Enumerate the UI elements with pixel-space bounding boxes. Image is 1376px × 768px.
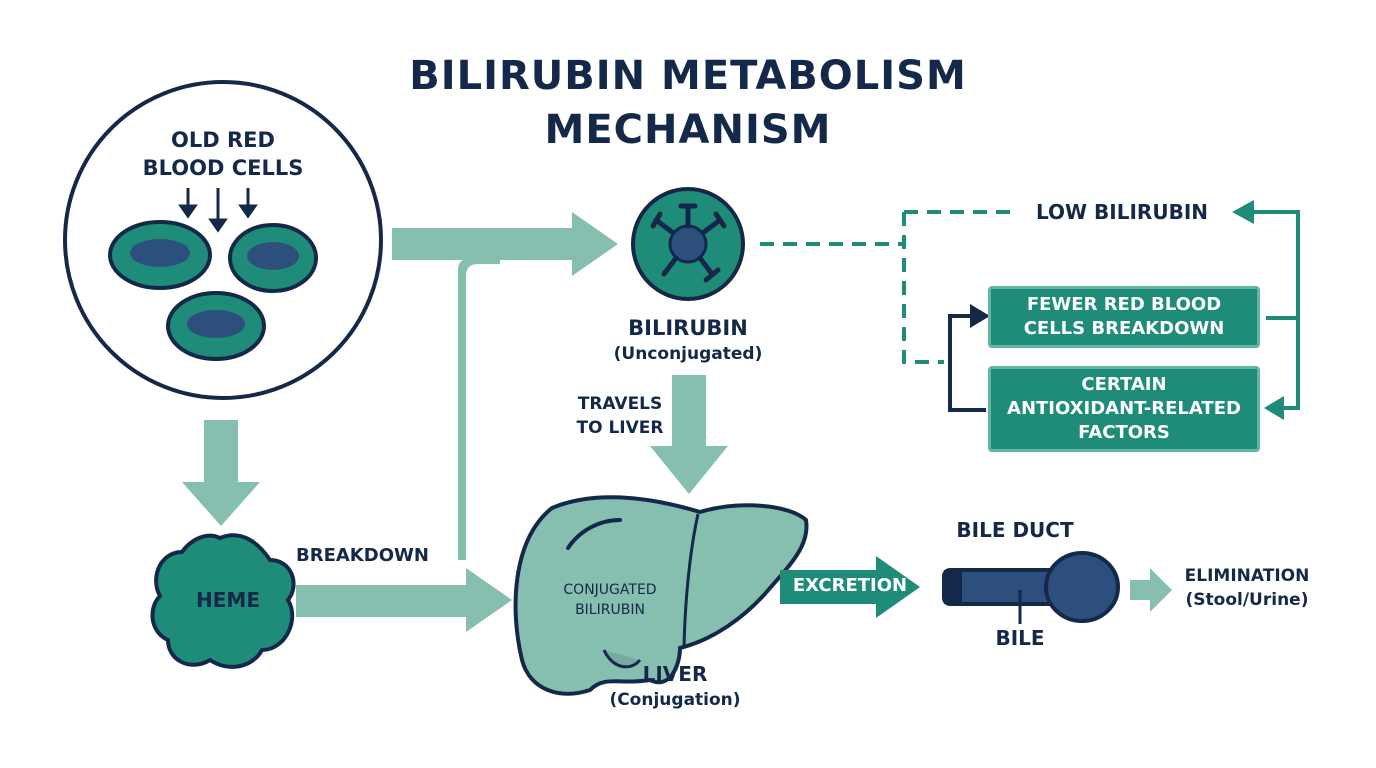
rbc-label-line1: OLD RED — [171, 128, 275, 152]
liver-sublabel: (Conjugation) — [609, 690, 741, 710]
liver-label: LIVER — [642, 662, 708, 686]
red-blood-cell-icon — [108, 220, 212, 290]
bilirubin-sublabel: (Unconjugated) — [613, 344, 763, 364]
factor-1-line1: FEWER RED BLOOD — [1026, 294, 1222, 315]
factor-box-fewer-rbc-breakdown: FEWER RED BLOOD CELLS BREAKDOWN — [988, 286, 1260, 348]
heme-label: HEME — [196, 588, 260, 612]
page-title-line1: BILIRUBIN METABOLISM — [409, 53, 967, 99]
page-title-line2: MECHANISM — [544, 107, 832, 153]
left-feedback-bracket — [948, 304, 990, 412]
liver-icon — [513, 495, 809, 696]
bilirubin-label: BILIRUBIN — [628, 316, 748, 340]
liver-inner-line2: BILIRUBIN — [575, 602, 645, 618]
rbc-down-arrows-icon — [178, 188, 258, 233]
breakdown-label: BREAKDOWN — [296, 545, 429, 566]
factor-2-line2: ANTIOXIDANT-RELATED — [1007, 398, 1241, 419]
elimination-arrow — [1130, 568, 1172, 612]
factor-2-line1: CERTAIN — [1081, 374, 1167, 395]
rbc-label-line2: BLOOD CELLS — [142, 156, 304, 180]
bilirubin-molecule-icon — [631, 187, 745, 301]
elimination-label: ELIMINATION — [1184, 566, 1310, 586]
low-bilirubin-label: LOW BILIRUBIN — [1036, 200, 1208, 224]
bile-duct-label: BILE DUCT — [956, 518, 1074, 542]
red-blood-cell-icon — [228, 223, 318, 293]
factor-1-line2: CELLS BREAKDOWN — [1023, 318, 1225, 339]
right-feedback-bracket — [1232, 200, 1300, 420]
travels-line1: TRAVELS — [577, 394, 663, 414]
dashed-feedback-line — [760, 210, 1010, 364]
bile-label: BILE — [995, 626, 1045, 650]
factor-box-antioxidant: CERTAIN ANTIOXIDANT-RELATED FACTORS — [988, 366, 1260, 452]
rbc-circle — [63, 80, 383, 400]
excretion-arrow — [780, 556, 920, 618]
heme-blob-icon — [150, 533, 296, 669]
elimination-sublabel: (Stool/Urine) — [1185, 590, 1309, 610]
excretion-label: EXCRETION — [792, 575, 908, 596]
travels-label: TRAVELS TO LIVER — [560, 392, 680, 440]
rbc-to-bilirubin-arrow — [392, 212, 618, 276]
liver-inner-label: CONJUGATED BILIRUBIN — [530, 580, 690, 620]
red-blood-cell-icon — [166, 291, 266, 361]
travels-line2: TO LIVER — [576, 418, 664, 438]
factor-2-line3: FACTORS — [1078, 422, 1170, 443]
heme-to-liver-arrow — [296, 568, 512, 632]
bilirubin-to-liver-arrow — [650, 375, 728, 494]
rbc-to-heme-arrow — [182, 420, 260, 526]
bile-duct-icon — [942, 551, 1120, 624]
rbc-label: OLD RED BLOOD CELLS — [123, 126, 323, 182]
breakdown-connector — [458, 258, 500, 560]
liver-inner-line1: CONJUGATED — [563, 582, 657, 598]
